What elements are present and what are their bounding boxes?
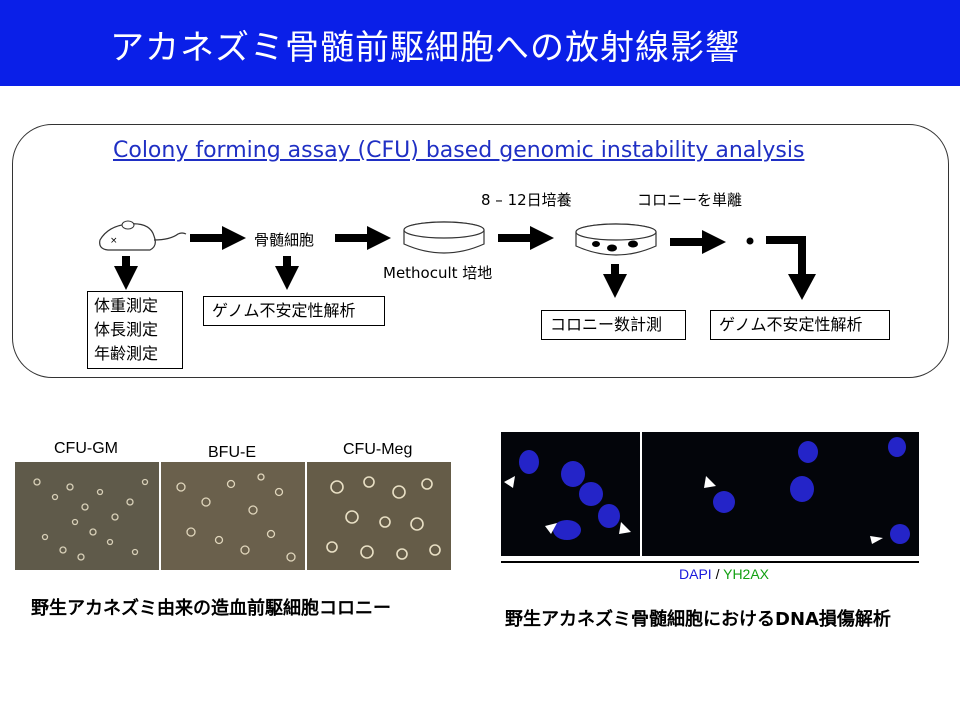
isolate-colony-label: コロニーを単離 (637, 191, 743, 209)
culture-dish-icon (403, 221, 485, 254)
body-length-label: 体長測定 (94, 320, 159, 339)
title-bar (0, 0, 960, 86)
body-weight-label: 体重測定 (94, 296, 159, 315)
colony-dish-icon (575, 223, 657, 256)
colony-caption: 野生アカネズミ由来の造血前駆細胞コロニー (31, 598, 391, 619)
methocult-label: Methocult 培地 (383, 264, 493, 282)
fluorescence-legend: DAPI / YH2AX (679, 566, 769, 582)
bfu-e-header: BFU-E (208, 444, 256, 461)
svg-text:×: × (110, 236, 118, 246)
mouse-icon: × (99, 220, 187, 251)
arrow-down-icon (114, 256, 138, 290)
cfu-gm-header: CFU-GM (54, 440, 118, 457)
flow-graphics: × (99, 220, 816, 300)
flow-subtitle: Colony forming assay (CFU) based genomic… (113, 138, 805, 163)
arrow-right-icon (670, 230, 726, 254)
bfu-e-micrograph (161, 462, 305, 570)
single-colony-dot (746, 237, 754, 245)
legend-separator: / (711, 566, 724, 582)
arrow-right-icon (190, 226, 246, 250)
dna-damage-caption: 野生アカネズミ骨髄細胞におけるDNA損傷解析 (505, 609, 891, 630)
dapi-label: DAPI (679, 566, 712, 582)
slide-title: アカネズミ骨髄前駆細胞への放射線影響 (110, 28, 740, 68)
genome-analysis-box-1: ゲノム不安定性解析 (203, 296, 385, 326)
cfu-meg-micrograph (307, 462, 451, 570)
colony-count-box: コロニー数計測 (541, 310, 686, 340)
arrow-right-icon (498, 226, 554, 250)
bone-marrow-label: 骨髄細胞 (254, 231, 315, 249)
cfu-meg-header: CFU-Meg (343, 441, 413, 458)
arrow-bent-down-icon (766, 236, 816, 300)
mouse-measurements-box: 体重測定 体長測定 年齢測定 (87, 291, 183, 369)
fluorescence-image-2 (642, 432, 919, 556)
fluorescence-image-1 (501, 432, 640, 556)
yh2ax-label: YH2AX (723, 566, 770, 582)
fluorescence-divider (501, 561, 919, 563)
genome-analysis-box-2: ゲノム不安定性解析 (710, 310, 890, 340)
culture-period-label: 8 – 12日培養 (481, 191, 572, 209)
arrow-down-icon (275, 256, 299, 290)
age-label: 年齢測定 (94, 344, 159, 363)
arrow-right-icon (335, 226, 391, 250)
arrow-down-icon (603, 264, 627, 298)
cfu-gm-micrograph (15, 462, 159, 570)
